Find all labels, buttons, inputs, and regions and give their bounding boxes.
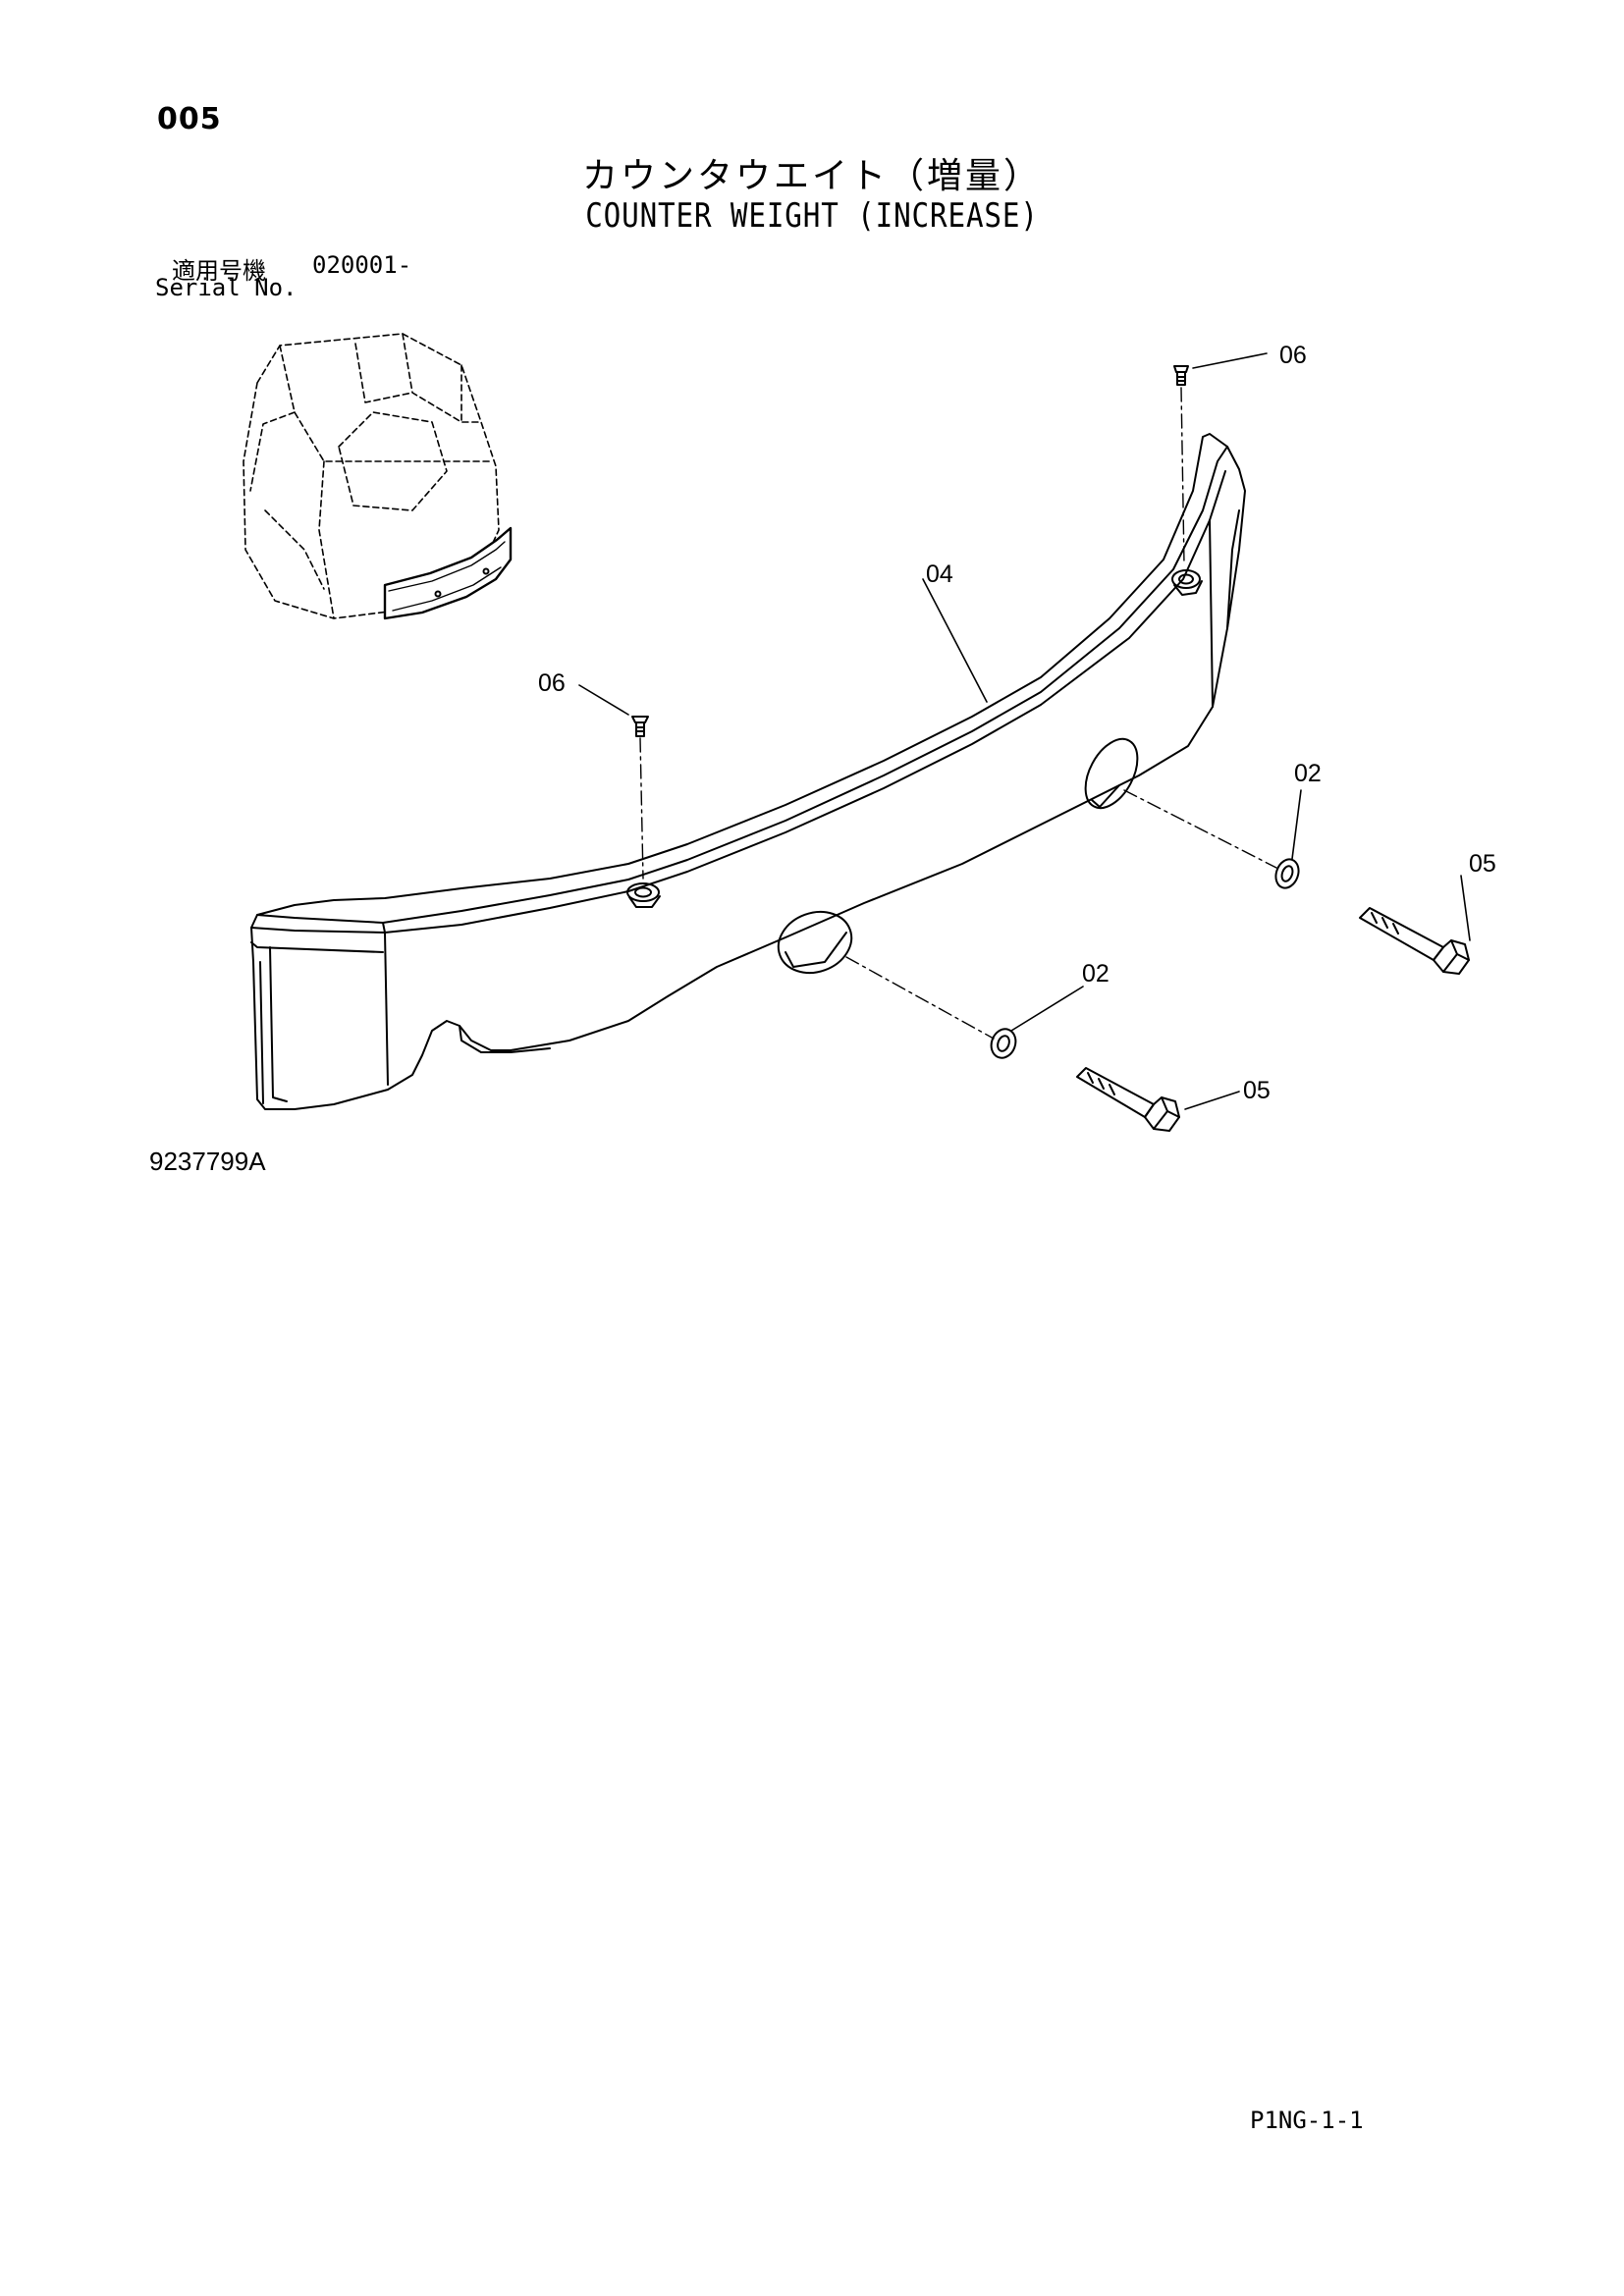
washer-right-icon <box>1274 858 1300 889</box>
plug-screw-top-icon <box>1173 365 1189 386</box>
callout-02-right: 02 <box>1294 760 1322 787</box>
callout-06-left: 06 <box>538 669 566 697</box>
page-reference: P1NG-1-1 <box>1250 2107 1364 2134</box>
callout-04: 04 <box>926 561 953 588</box>
serial-label-japanese: 適用号機 <box>172 257 266 285</box>
callout-leader-lines <box>578 352 1471 1110</box>
bolt-right-icon <box>1359 907 1470 975</box>
callout-05-left: 05 <box>1243 1077 1271 1104</box>
drawing-id: 9237799A <box>149 1147 266 1176</box>
machine-counterweight-highlight-icon <box>383 526 513 620</box>
assembly-centerlines <box>639 387 1277 1040</box>
page-number: 005 <box>157 102 222 136</box>
plug-screw-left-icon <box>631 716 649 737</box>
serial-label-english: Serial No. <box>155 274 298 301</box>
bolt-left-icon <box>1076 1067 1180 1132</box>
washer-left-icon <box>990 1028 1017 1059</box>
page-title-japanese: カウンタウエイト（増量） <box>581 156 1042 196</box>
callout-05-right: 05 <box>1469 850 1496 878</box>
counterweight-body <box>250 433 1246 1110</box>
callout-02-left: 02 <box>1082 960 1110 988</box>
machine-overview-icon <box>243 333 500 619</box>
page-title-english: COUNTER WEIGHT (INCREASE) <box>585 196 1039 236</box>
callout-06-top: 06 <box>1279 342 1307 369</box>
serial-number-value: 020001- <box>312 251 412 279</box>
